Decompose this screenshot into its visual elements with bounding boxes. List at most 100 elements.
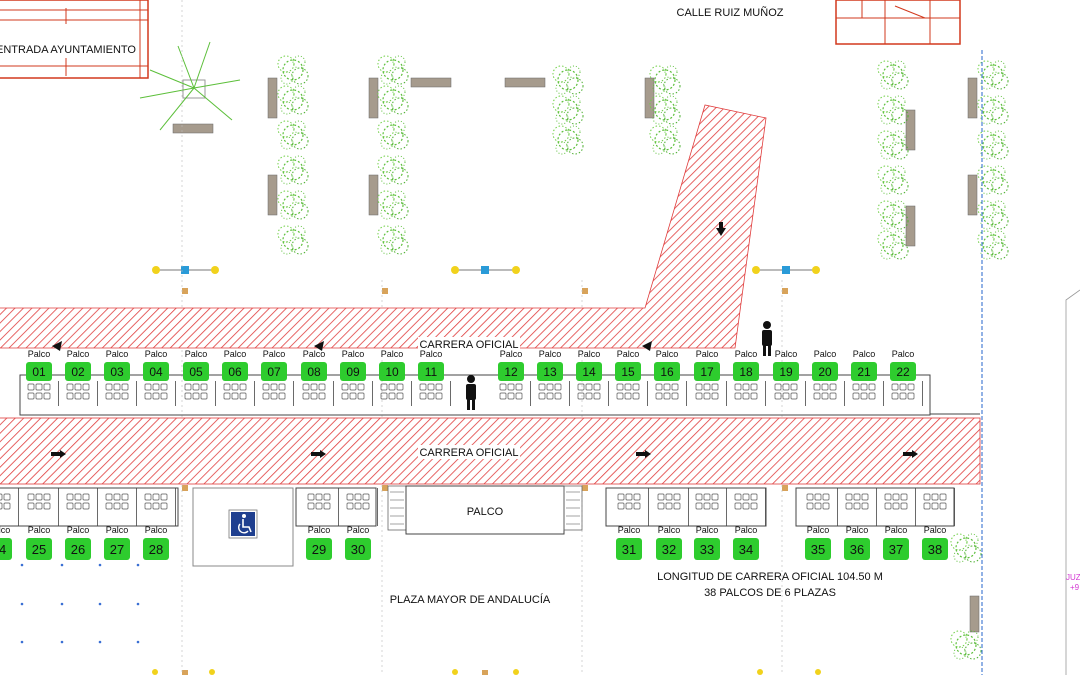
seat	[152, 392, 160, 400]
seat	[66, 383, 74, 391]
seat	[695, 502, 703, 510]
box-number-badge	[379, 362, 405, 381]
seat	[74, 493, 82, 501]
seat	[121, 493, 129, 501]
entrance-building: ENTRADA AYUNTAMIENTO	[0, 0, 149, 79]
box-number: 10	[385, 365, 399, 379]
bottom-boxes: Palco24Palco25Palco26Palco27Palco28Palco…	[0, 488, 955, 560]
seat	[323, 493, 331, 501]
seat	[633, 502, 641, 510]
seat	[891, 383, 899, 391]
box-number: 06	[228, 365, 242, 379]
seat	[307, 493, 315, 501]
seat	[262, 383, 270, 391]
seat	[884, 493, 892, 501]
seat	[341, 392, 349, 400]
seat	[593, 392, 601, 400]
seat	[144, 383, 152, 391]
box-number: 12	[504, 365, 518, 379]
seat	[891, 392, 899, 400]
seat	[673, 493, 681, 501]
box-label: Palco	[67, 349, 90, 359]
box-number-badge	[694, 362, 720, 381]
seat	[655, 383, 663, 391]
seat	[853, 493, 861, 501]
seat	[349, 392, 357, 400]
seat	[82, 502, 90, 510]
seat	[3, 502, 11, 510]
box-label: Palco	[28, 525, 51, 535]
seat	[310, 392, 318, 400]
box-label: Palco	[735, 349, 758, 359]
bottom-seating	[0, 487, 955, 527]
seat	[27, 392, 35, 400]
box-number: 09	[346, 365, 360, 379]
seat	[742, 383, 750, 391]
box-number-badge	[65, 538, 91, 560]
seat	[388, 383, 396, 391]
box-number: 35	[811, 542, 825, 557]
box-number: 33	[700, 542, 714, 557]
seat	[546, 383, 554, 391]
box-number-badge	[922, 538, 948, 560]
seat	[66, 392, 74, 400]
seat	[278, 392, 286, 400]
seat	[362, 502, 370, 510]
box-24: Palco24	[0, 488, 19, 560]
seat	[144, 392, 152, 400]
arrow-right-icon	[311, 450, 326, 458]
seat	[703, 383, 711, 391]
box-number-badge	[261, 362, 287, 381]
seat	[814, 502, 822, 510]
seat	[742, 493, 750, 501]
box-number: 26	[71, 542, 85, 557]
seat	[923, 502, 931, 510]
seat	[43, 502, 51, 510]
box-number: 38	[928, 542, 942, 557]
box-number-badge	[844, 538, 870, 560]
seat	[231, 383, 239, 391]
box-number: 01	[32, 365, 46, 379]
seat	[774, 383, 782, 391]
seat	[396, 383, 404, 391]
box-label: Palco	[67, 525, 90, 535]
seat	[231, 392, 239, 400]
seat	[923, 493, 931, 501]
seat	[35, 383, 43, 391]
box-number-badge	[104, 362, 130, 381]
seat	[790, 392, 798, 400]
seat	[931, 493, 939, 501]
box-35: Palco 35	[805, 488, 838, 560]
plaza-markers	[20, 563, 140, 644]
box-label: Palco	[420, 349, 443, 359]
box-label: Palco	[578, 349, 601, 359]
box-number-badge	[805, 538, 831, 560]
box-number: 31	[622, 542, 636, 557]
seat	[750, 392, 758, 400]
edge-label-1: JUZ	[1066, 573, 1080, 582]
street-fixtures	[152, 266, 821, 675]
box-label: Palco	[807, 525, 830, 535]
box-number-badge	[498, 362, 524, 381]
box-label: Palco	[224, 349, 247, 359]
box-label: Palco	[696, 525, 719, 535]
seat	[200, 383, 208, 391]
box-number-badge	[301, 362, 327, 381]
box-number-badge	[143, 362, 169, 381]
street-label: CALLE RUIZ MUÑOZ	[677, 6, 784, 19]
box-number: 04	[149, 365, 163, 379]
seat	[43, 493, 51, 501]
box-label: Palco	[381, 349, 404, 359]
arrow-right-icon	[51, 450, 66, 458]
seat	[515, 383, 523, 391]
seat	[892, 493, 900, 501]
seat	[900, 502, 908, 510]
box-label: Palco	[347, 525, 370, 535]
seat	[821, 392, 829, 400]
seat	[577, 392, 585, 400]
seat	[655, 392, 663, 400]
